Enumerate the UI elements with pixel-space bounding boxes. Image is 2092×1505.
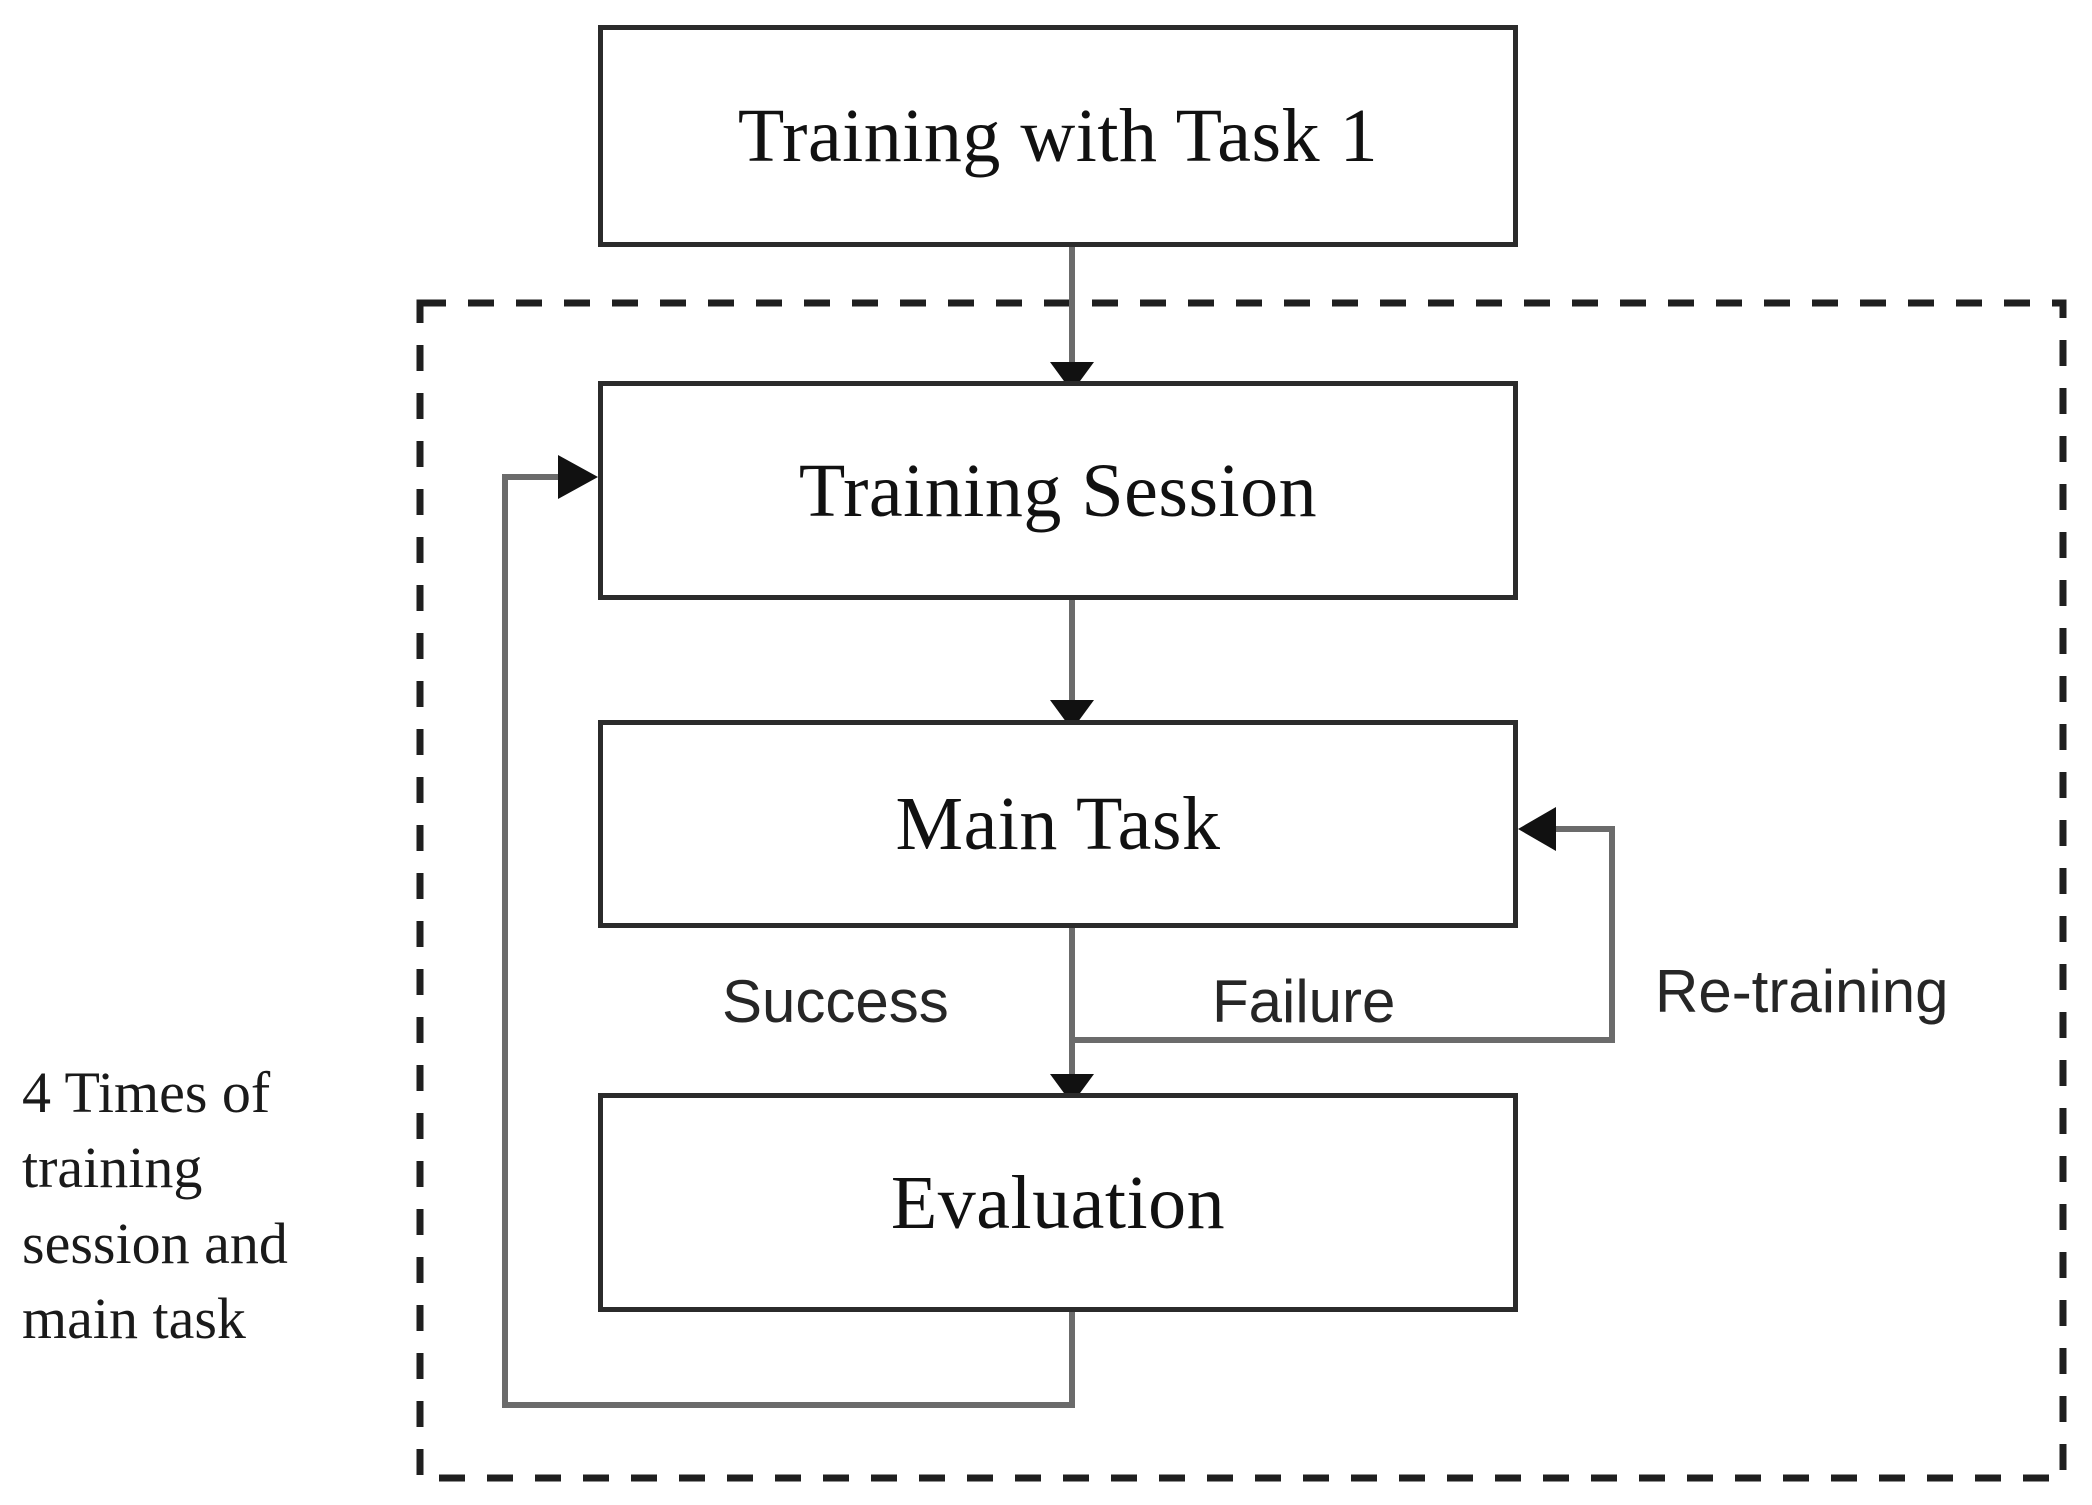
edge-session-to-maintask [1050,600,1094,730]
edge-failure-retraining-loop [1072,807,1615,1043]
node-training-with-task-1[interactable]: Training with Task 1 [598,25,1518,247]
node-label-evaluation: Evaluation [890,1160,1226,1245]
node-label-main-task: Main Task [895,782,1221,866]
edge-evaluation-to-session-loop [502,455,1075,1408]
side-note-line-2: training [22,1135,203,1201]
node-training-session[interactable]: Training Session [598,381,1518,600]
edge-maintask-to-evaluation-success [1050,928,1094,1104]
edge-label-success: Success [722,968,949,1035]
node-main-task[interactable]: Main Task [598,720,1518,928]
side-note-line-3: session and [22,1210,288,1276]
node-evaluation[interactable]: Evaluation [598,1093,1518,1312]
node-label-training-with-task-1: Training with Task 1 [737,94,1379,178]
edge-task1-to-session [1050,247,1094,392]
repeat-group-dashed-border [416,299,2067,1482]
side-note-line-1: 4 Times of [22,1060,271,1125]
edge-label-re-training: Re-training [1655,958,1949,1025]
node-label-training-session: Training Session [798,448,1318,533]
edge-label-failure: Failure [1212,968,1396,1035]
side-note-repeat-count: 4 Times of training session and main tas… [22,1055,382,1357]
side-note-line-4: main task [22,1286,246,1352]
